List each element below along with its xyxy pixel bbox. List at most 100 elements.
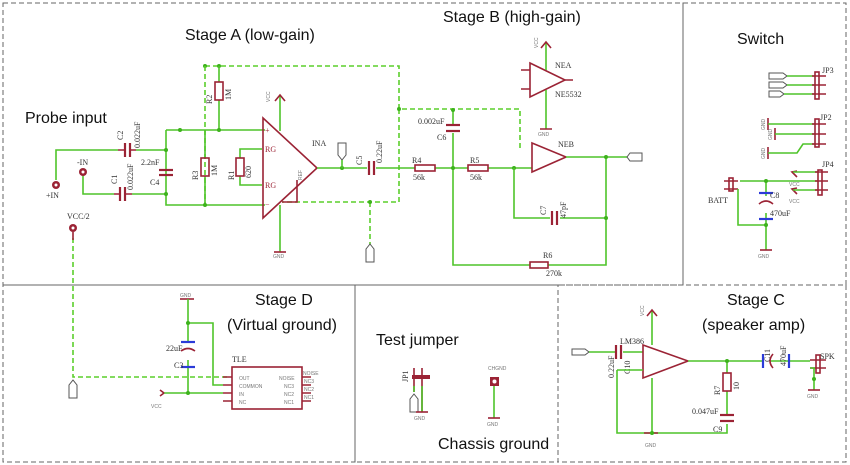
chgnd-label: CHGND [488, 366, 507, 372]
r2-resistor[interactable] [214, 81, 224, 101]
c1-label: C1 [110, 175, 119, 184]
tle-pin-in: IN [239, 392, 244, 398]
stage-d-gnd-label: GND [180, 293, 192, 299]
r3-value: 1M [210, 165, 219, 176]
c9-label: C9 [713, 425, 722, 434]
jp2-gnd1: GND [761, 119, 767, 131]
jp3-label: JP3 [822, 66, 834, 75]
switch-title: Switch [737, 31, 784, 48]
ina-rg1: RG [265, 145, 276, 154]
frame-stage-c [557, 284, 847, 463]
nea-vcc-label: VCC [534, 37, 540, 48]
c10-label: C10 [623, 361, 632, 374]
jp4-vcc2: VCC [789, 199, 800, 205]
tle-out-nc3: NC3 [304, 379, 314, 385]
r4-value: 56k [413, 173, 425, 182]
stage-d-subtitle: (Virtual ground) [227, 317, 337, 334]
r5-resistor[interactable] [467, 164, 489, 172]
lm386-label: LM386 [620, 337, 644, 346]
stage-c-circuit: 0.22uF C10 LM386 VCC GND R7 10 0.047uF C… [571, 305, 835, 449]
tle-pin-nc3: NC3 [284, 384, 294, 390]
tle-pin-out: OUT [239, 376, 250, 382]
svg-text:−: − [265, 200, 270, 209]
c1-value: 0.022uF [126, 163, 135, 190]
ina-rg2: RG [265, 181, 276, 190]
probe-input-title: Probe input [25, 110, 107, 127]
stage-d-title: Stage D [255, 292, 313, 309]
tle-chip[interactable] [231, 366, 303, 410]
c7-value: 47pF [559, 201, 568, 218]
vcc-half-flag-d [68, 379, 78, 399]
r5-value: 56k [470, 173, 482, 182]
switch-circuit: JP3 JP2 GND GND GND JP4 VCC VCC BATT C8 … [708, 66, 834, 260]
neb-label: NEB [558, 140, 574, 149]
stage-c-subtitle: (speaker amp) [702, 317, 805, 334]
r6-label: R6 [543, 251, 552, 260]
c9-value: 0.047uF [692, 407, 719, 416]
r2-value: 1M [224, 89, 233, 100]
r2-label: R2 [205, 95, 214, 104]
neb-amplifier[interactable] [531, 141, 569, 174]
stage-b-circuit: NEA NE5532 VCC GND 0.002uF C6 R4 56k R5 … [412, 37, 643, 278]
r3-label: R3 [191, 171, 200, 180]
r4-resistor[interactable] [414, 164, 436, 172]
ina-amplifier[interactable] [262, 116, 319, 220]
battery-connector[interactable] [728, 177, 734, 192]
r1-label: R1 [227, 171, 236, 180]
jp4-header[interactable] [817, 169, 823, 196]
jp3-flag-high [768, 81, 788, 89]
jp2-header[interactable] [814, 118, 820, 148]
ina-label: INA [312, 139, 326, 148]
c5-value: 0.22uF [375, 140, 384, 163]
nea-gnd-label: GND [538, 132, 550, 138]
c3-label: C3 [174, 361, 183, 370]
tle-out-nc2: NC2 [304, 387, 314, 393]
jp2-gnd3: GND [761, 148, 767, 160]
lm386-amplifier[interactable] [642, 343, 691, 380]
nea-label: NEA [555, 61, 572, 70]
stage-a-circuit: R2 1M R3 1M R1 620 + − RG RG INA REF VCC… [191, 64, 521, 263]
tle-out-noise: NOISE [303, 371, 319, 377]
ina-ref: REF [298, 170, 304, 180]
jp1-header[interactable] [412, 375, 430, 379]
nea-amplifier[interactable] [529, 61, 567, 99]
r3-resistor[interactable] [200, 157, 210, 177]
switch-gnd-label: GND [758, 254, 770, 260]
ina-gnd-label: GND [273, 254, 285, 260]
c5-label: C5 [355, 156, 364, 165]
r7-value: 10 [732, 382, 741, 390]
r6-resistor[interactable] [529, 261, 549, 269]
stage-a-title: Stage A (low-gain) [185, 27, 315, 44]
stage-b-title: Stage B (high-gain) [443, 9, 581, 26]
probe-input-circuit: +IN -IN C2 0.022uF C1 0.022uF 2.2nF C4 V… [46, 121, 265, 378]
ina-output-flag [337, 142, 347, 161]
tle-pin-common: COMMON [239, 384, 263, 390]
minus-in-label: -IN [77, 158, 88, 167]
r6-value: 270k [546, 269, 562, 278]
test-jumper-circuit: JP1 GND CHGND GND [401, 366, 507, 428]
c2-value: 0.022uF [133, 121, 142, 148]
jp1-flag [409, 393, 419, 413]
r7-label: R7 [713, 386, 722, 395]
c4-value: 2.2nF [141, 158, 160, 167]
tle-label: TLE [232, 355, 247, 364]
spk-gnd-label: GND [807, 394, 819, 400]
frame-switch [682, 2, 847, 286]
speaker-connector[interactable] [815, 354, 821, 374]
vcc-half-label: VCC/2 [67, 212, 90, 221]
r1-resistor[interactable] [235, 157, 245, 177]
nea-part: NE5532 [555, 90, 582, 99]
r7-resistor[interactable] [722, 372, 732, 392]
c6-value: 0.002uF [418, 117, 445, 126]
vcc-half-flag [365, 243, 375, 263]
jp2-label: JP2 [820, 113, 832, 122]
c11-value: 470uF [779, 345, 788, 366]
c3-value: 22uF [166, 344, 183, 353]
tle-pin-nc2: NC2 [284, 392, 294, 398]
r4-label: R4 [412, 156, 421, 165]
tle-pin-nc: NC [239, 400, 247, 406]
spk-label: SPK [820, 352, 835, 361]
stage-c-title: Stage C [727, 292, 785, 309]
c10-value: 0.22uF [607, 355, 616, 378]
